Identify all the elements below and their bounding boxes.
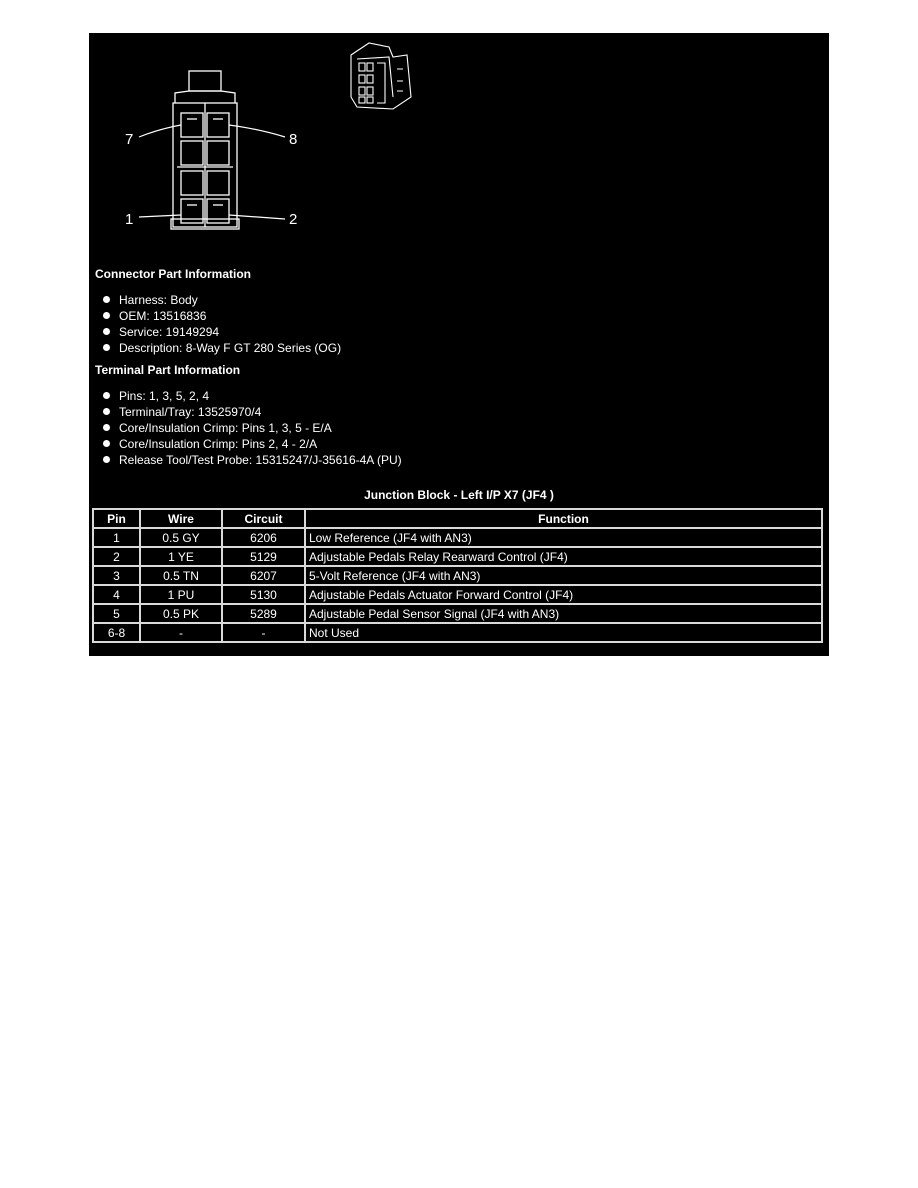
cell-pin: 4 <box>92 584 141 605</box>
header-circuit: Circuit <box>221 508 306 529</box>
pin-leader-lines <box>138 124 286 220</box>
connector-harness: Harness: Body <box>119 293 198 307</box>
cell-pin: 6-8 <box>92 622 141 643</box>
terminal-pins: Pins: 1, 3, 5, 2, 4 <box>119 389 210 403</box>
cell-wire: 0.5 GY <box>139 527 223 548</box>
cell-wire: - <box>139 622 223 643</box>
connector-diagram: 7 8 1 2 <box>125 42 412 230</box>
list-item: Harness: Body <box>103 292 341 308</box>
cell-pin: 2 <box>92 546 141 567</box>
terminal-crimp-2: Core/Insulation Crimp: Pins 2, 4 - 2/A <box>119 437 318 451</box>
table-row: 4 1 PU 5130 Adjustable Pedals Actuator F… <box>92 584 823 605</box>
connector-part-info-title: Connector Part Information <box>95 267 252 281</box>
cell-pin: 5 <box>92 603 141 624</box>
cell-function: 5-Volt Reference (JF4 with AN3) <box>304 565 823 586</box>
list-item: Core/Insulation Crimp: Pins 2, 4 - 2/A <box>103 436 402 452</box>
cell-wire: 1 PU <box>139 584 223 605</box>
connector-face <box>170 70 240 230</box>
cell-pin: 3 <box>92 565 141 586</box>
connector-oem: OEM: 13516836 <box>119 309 207 323</box>
table-title: Junction Block - Left I/P X7 (JF4 ) <box>364 488 554 502</box>
list-item: Pins: 1, 3, 5, 2, 4 <box>103 388 402 404</box>
list-item: OEM: 13516836 <box>103 308 341 324</box>
terminal-release-tool: Release Tool/Test Probe: 15315247/J-3561… <box>119 453 402 467</box>
list-item: Release Tool/Test Probe: 15315247/J-3561… <box>103 452 402 468</box>
connector-3d-view <box>350 42 412 110</box>
pin-label-7: 7 <box>125 131 133 148</box>
table-row: 2 1 YE 5129 Adjustable Pedals Relay Rear… <box>92 546 823 567</box>
bullet-icon <box>103 296 110 303</box>
cell-circuit: 5129 <box>221 546 306 567</box>
cell-circuit: 5130 <box>221 584 306 605</box>
table-row: 3 0.5 TN 6207 5-Volt Reference (JF4 with… <box>92 565 823 586</box>
cell-function: Adjustable Pedal Sensor Signal (JF4 with… <box>304 603 823 624</box>
cell-function: Not Used <box>304 622 823 643</box>
cell-circuit: - <box>221 622 306 643</box>
cell-function: Low Reference (JF4 with AN3) <box>304 527 823 548</box>
table-row: 5 0.5 PK 5289 Adjustable Pedal Sensor Si… <box>92 603 823 624</box>
connector-panel: 7 8 1 2 Connector Part Information Harne… <box>89 33 829 656</box>
cell-pin: 1 <box>92 527 141 548</box>
table-row: 1 0.5 GY 6206 Low Reference (JF4 with AN… <box>92 527 823 548</box>
cell-circuit: 6207 <box>221 565 306 586</box>
pin-label-8: 8 <box>289 131 297 148</box>
list-item: Terminal/Tray: 13525970/4 <box>103 404 402 420</box>
bullet-icon <box>103 424 110 431</box>
cell-function: Adjustable Pedals Relay Rearward Control… <box>304 546 823 567</box>
bullet-icon <box>103 456 110 463</box>
pin-label-2: 2 <box>289 211 297 228</box>
table-header-row: Pin Wire Circuit Function <box>92 508 823 529</box>
list-item: Description: 8-Way F GT 280 Series (OG) <box>103 340 341 356</box>
connector-description: Description: 8-Way F GT 280 Series (OG) <box>119 341 342 355</box>
cell-wire: 0.5 TN <box>139 565 223 586</box>
bullet-icon <box>103 408 110 415</box>
bullet-icon <box>103 440 110 447</box>
cell-circuit: 6206 <box>221 527 306 548</box>
cell-circuit: 5289 <box>221 603 306 624</box>
bullet-icon <box>103 344 110 351</box>
list-item: Core/Insulation Crimp: Pins 1, 3, 5 - E/… <box>103 420 402 436</box>
terminal-tray: Terminal/Tray: 13525970/4 <box>119 405 262 419</box>
header-wire: Wire <box>139 508 223 529</box>
terminal-part-info-title: Terminal Part Information <box>95 363 241 377</box>
pin-label-1: 1 <box>125 211 133 228</box>
connector-info-list: Harness: Body OEM: 13516836 Service: 191… <box>103 292 341 356</box>
list-item: Service: 19149294 <box>103 324 341 340</box>
terminal-info-list: Pins: 1, 3, 5, 2, 4 Terminal/Tray: 13525… <box>103 388 402 468</box>
bullet-icon <box>103 312 110 319</box>
header-function: Function <box>304 508 823 529</box>
bullet-icon <box>103 392 110 399</box>
header-pin: Pin <box>92 508 141 529</box>
bullet-icon <box>103 328 110 335</box>
terminal-crimp-1: Core/Insulation Crimp: Pins 1, 3, 5 - E/… <box>119 421 332 435</box>
cell-wire: 1 YE <box>139 546 223 567</box>
cell-function: Adjustable Pedals Actuator Forward Contr… <box>304 584 823 605</box>
connector-service: Service: 19149294 <box>119 325 220 339</box>
pin-table: Pin Wire Circuit Function 1 0.5 GY 6206 … <box>92 508 823 643</box>
cell-wire: 0.5 PK <box>139 603 223 624</box>
table-row: 6-8 - - Not Used <box>92 622 823 643</box>
